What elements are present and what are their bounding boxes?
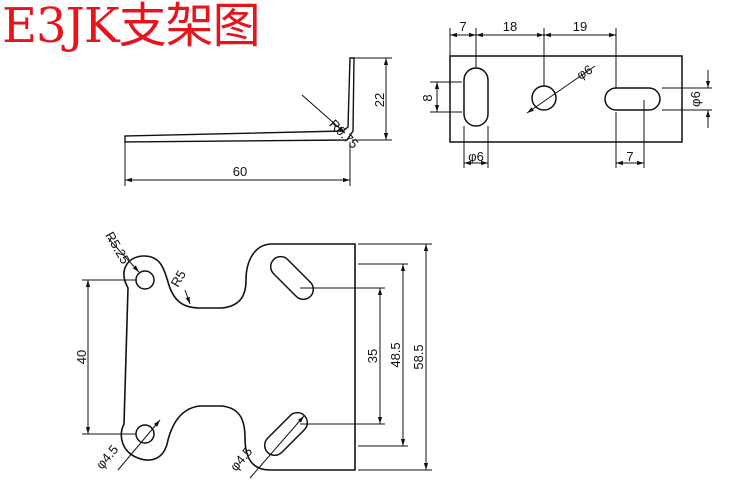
height-48-5-label: 48.5 bbox=[388, 342, 403, 367]
slot-hole-label: φ4.5 bbox=[227, 444, 256, 474]
corner-radius-label: R5.25 bbox=[102, 229, 132, 267]
height-40-label: 40 bbox=[74, 350, 89, 364]
right-slot bbox=[604, 87, 661, 111]
right-slot-width-label: 7 bbox=[626, 149, 633, 164]
right-slot-height-label: φ6 bbox=[688, 91, 703, 107]
dim-19-top: 19 bbox=[573, 19, 587, 34]
center-hole-label: φ6 bbox=[574, 62, 595, 83]
left-slot bbox=[463, 67, 489, 127]
height-35-label: 35 bbox=[365, 349, 380, 363]
left-slot-width-label: φ6 bbox=[468, 149, 484, 164]
left-bottom-hole bbox=[135, 424, 155, 444]
dim-7-top: 7 bbox=[459, 19, 466, 34]
height-58-5-label: 58.5 bbox=[411, 344, 426, 369]
upper-diagonal-slot bbox=[269, 255, 315, 301]
dim-18-top: 18 bbox=[503, 19, 517, 34]
hole-left-label: φ4.5 bbox=[93, 442, 122, 472]
radius-label: R0.75 bbox=[326, 116, 361, 151]
length-label: 60 bbox=[233, 164, 247, 179]
inner-radius-label: R5 bbox=[168, 268, 189, 290]
lower-diagonal-slot bbox=[263, 411, 309, 457]
side-view bbox=[124, 57, 392, 186]
left-slot-height-label: 8 bbox=[420, 94, 435, 101]
front-view bbox=[82, 237, 432, 479]
height-label: 22 bbox=[372, 93, 387, 107]
plate-outline bbox=[449, 55, 683, 143]
bracket-outline bbox=[120, 243, 356, 471]
center-hole bbox=[531, 85, 557, 111]
left-top-hole bbox=[135, 270, 155, 290]
l-bracket-profile bbox=[124, 57, 355, 143]
top-view bbox=[430, 28, 712, 168]
drawing-title: E3JK支架图 bbox=[2, 0, 261, 54]
